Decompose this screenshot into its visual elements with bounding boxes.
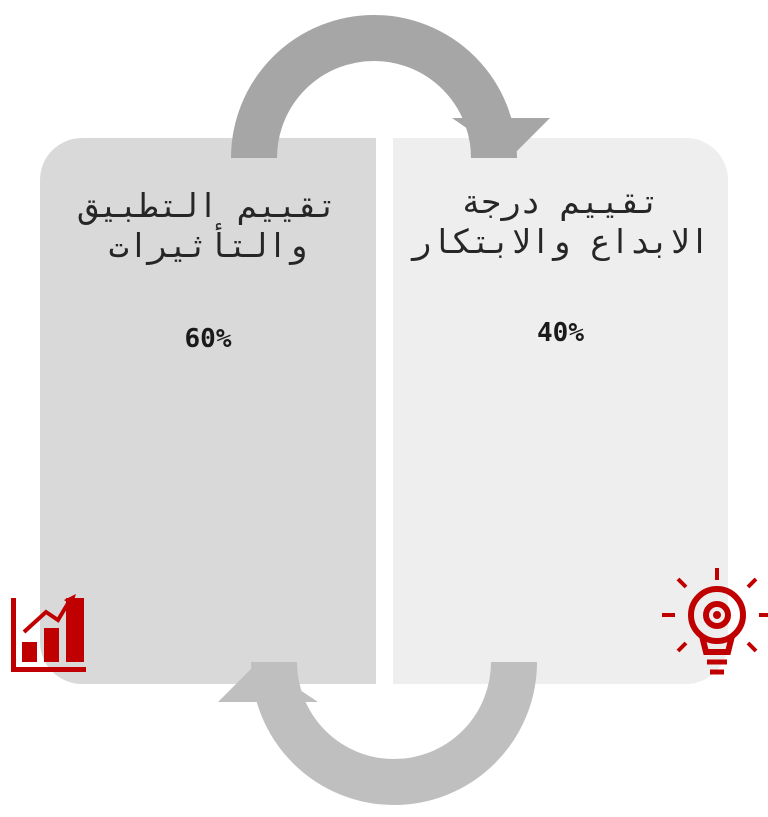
percentage-application-impact: 60% bbox=[184, 324, 232, 354]
bottom-cycle-arrow bbox=[218, 661, 537, 805]
panel-application-impact: تقييم التطبيق والتأثيرات 60% bbox=[40, 138, 376, 684]
bar-chart-growth-icon bbox=[11, 594, 86, 672]
panel-title-creativity-innovation: تقييم درجة الابداع والابتكار bbox=[411, 182, 710, 261]
panel-title-application-impact: تقييم التطبيق والتأثيرات bbox=[78, 186, 338, 265]
percentage-creativity-innovation: 40% bbox=[537, 318, 584, 348]
panel-creativity-innovation: تقييم درجة الابداع والابتكار 40% bbox=[393, 138, 728, 684]
top-cycle-arrow bbox=[231, 15, 550, 159]
lightbulb-gear-icon bbox=[662, 568, 768, 675]
